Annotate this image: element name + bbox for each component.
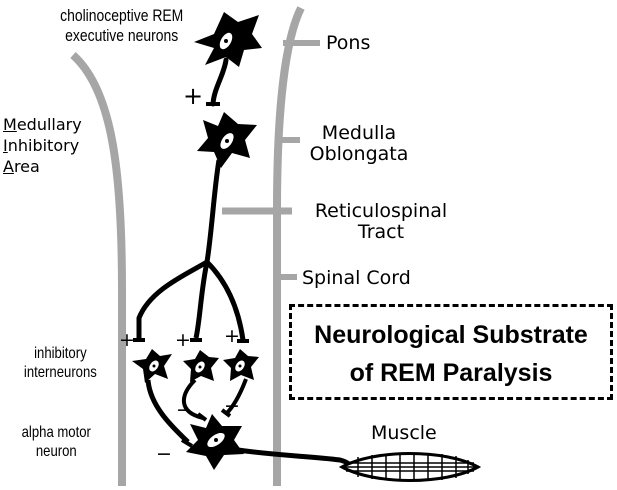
spinal-cord-label: Spinal Cord: [302, 267, 411, 289]
medullary-neuron: [197, 112, 257, 168]
minus-sign-middle: −: [176, 399, 192, 421]
inhibitory-terminals: [180, 408, 232, 448]
plus-sign-rem: +: [183, 82, 203, 110]
synaptic-terminals: [133, 338, 249, 343]
right-column-line: [273, 6, 305, 486]
minus-sign-left: −: [156, 443, 172, 465]
interneuron-axon-middle: [181, 378, 204, 420]
interneuron-axon-left: [145, 379, 190, 444]
medullary-area-label: Medullary Inhibitory Area: [3, 114, 82, 177]
reticulospinal-label: Reticulospinal Tract: [314, 200, 448, 243]
rem-executive-neuron: [194, 12, 262, 67]
muscle-fiber: [338, 452, 482, 482]
alpha-motor-neuron: [186, 414, 244, 470]
alpha-motor-neuron-label: alpha motor neuron: [21, 424, 91, 460]
plus-sign-middle: +: [175, 329, 191, 351]
rem-neurons-label: cholinoceptive REM executive neurons: [60, 6, 184, 45]
medullary-area-line1: Medullary: [3, 115, 82, 134]
axon-branch-left: [136, 259, 209, 338]
interneuron-right: [223, 349, 259, 381]
inhibitory-interneurons-label: inhibitory interneurons: [23, 345, 97, 381]
reticulospinal-axon: [204, 159, 222, 263]
title-box: Neurological Substrate of REM Paralysis: [289, 304, 613, 400]
pons-label: Pons: [326, 32, 371, 54]
plus-sign-left: +: [119, 329, 135, 351]
rem-axon: [210, 57, 229, 107]
muscle-label: Muscle: [371, 422, 437, 444]
axon-branch-right: [205, 260, 246, 341]
title-line-2: of REM Paralysis: [349, 359, 553, 387]
interneuron-left: [132, 349, 172, 383]
plus-sign-right: +: [224, 325, 240, 347]
title-line-1: Neurological Substrate: [314, 321, 588, 349]
motor-axon: [237, 447, 355, 469]
interneuron-middle: [183, 350, 219, 382]
minus-sign-right: −: [224, 395, 240, 417]
medulla-label: Medulla Oblongata: [309, 122, 409, 165]
medullary-area-line2: Inhibitory: [3, 136, 80, 155]
left-column-line: [70, 52, 126, 486]
medullary-area-line3: Area: [3, 157, 40, 176]
axon-branch-middle: [193, 261, 210, 339]
